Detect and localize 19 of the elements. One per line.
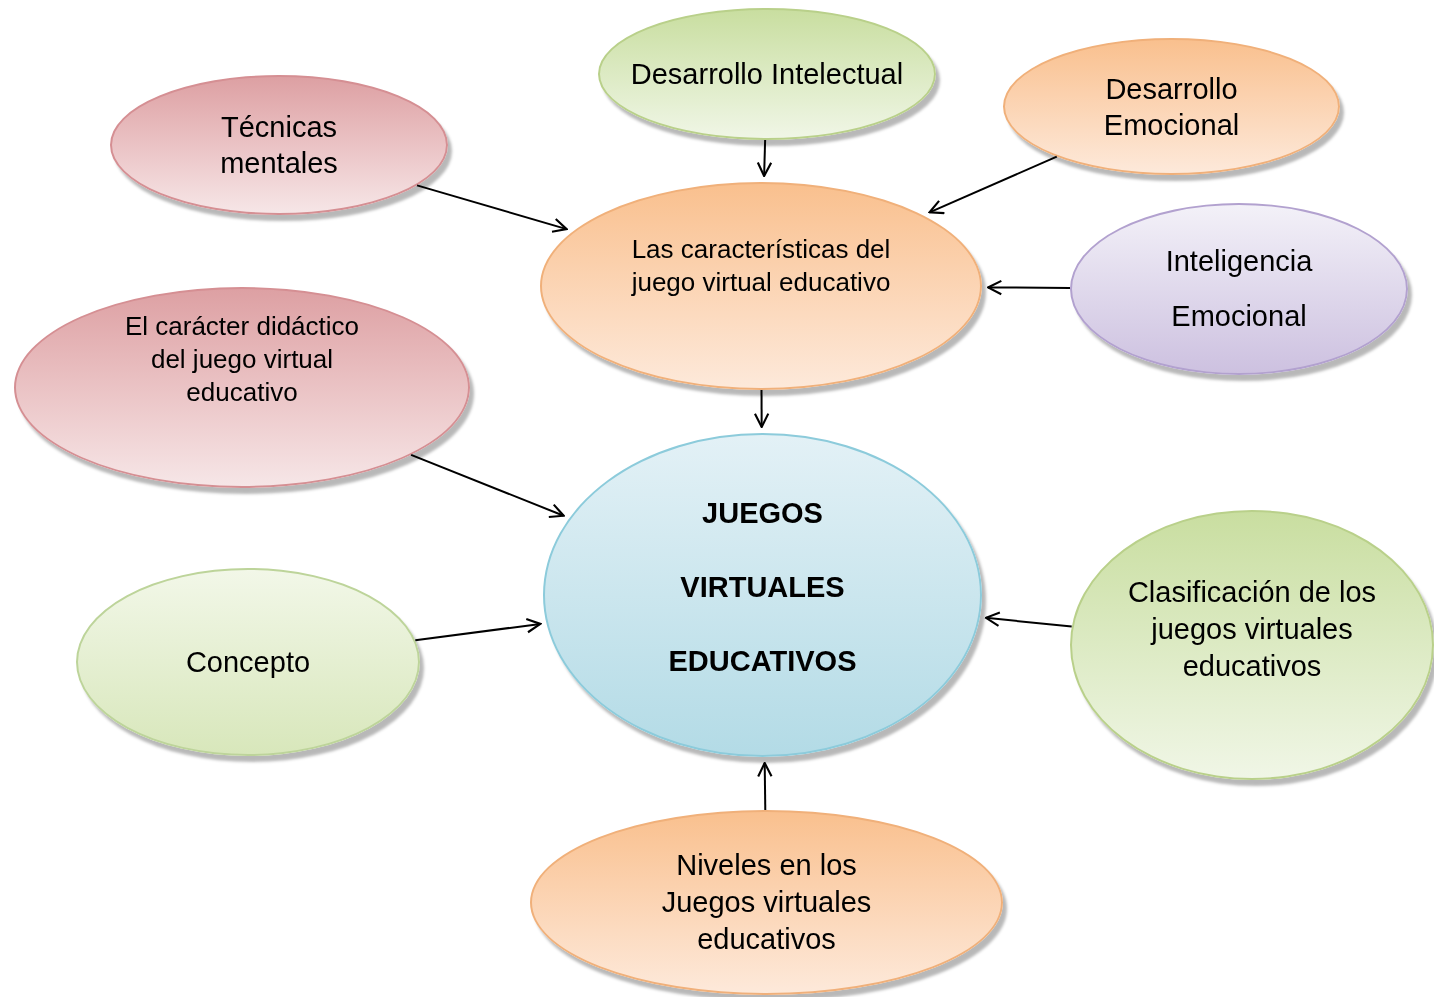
arrow [928,155,1058,215]
arrow [410,453,565,519]
arrow [416,184,568,233]
node-label: Clasificación de los juegos virtuales educativos [1126,574,1378,684]
arrow [414,617,542,642]
arrow [757,761,773,811]
node-label: Desarrollo Emocional [1102,71,1241,143]
node-label: Inteligencia Emocional [1164,244,1314,334]
arrow [984,611,1073,628]
node-label: Técnicas mentales [219,110,339,181]
node-label: Concepto [185,645,311,680]
arrow [753,389,770,429]
arrow [756,139,773,178]
node-label: Desarrollo Intelectual [630,57,904,92]
node-label: JUEGOS VIRTUALES EDUCATIVOS [667,496,858,679]
node-label: Niveles en los Juegos virtuales educativos [660,848,873,957]
arrow [986,279,1071,296]
node-label: Las características del juego virtual educativo [630,233,892,299]
node-label: El carácter didáctico del juego virtual educativo [123,310,361,409]
